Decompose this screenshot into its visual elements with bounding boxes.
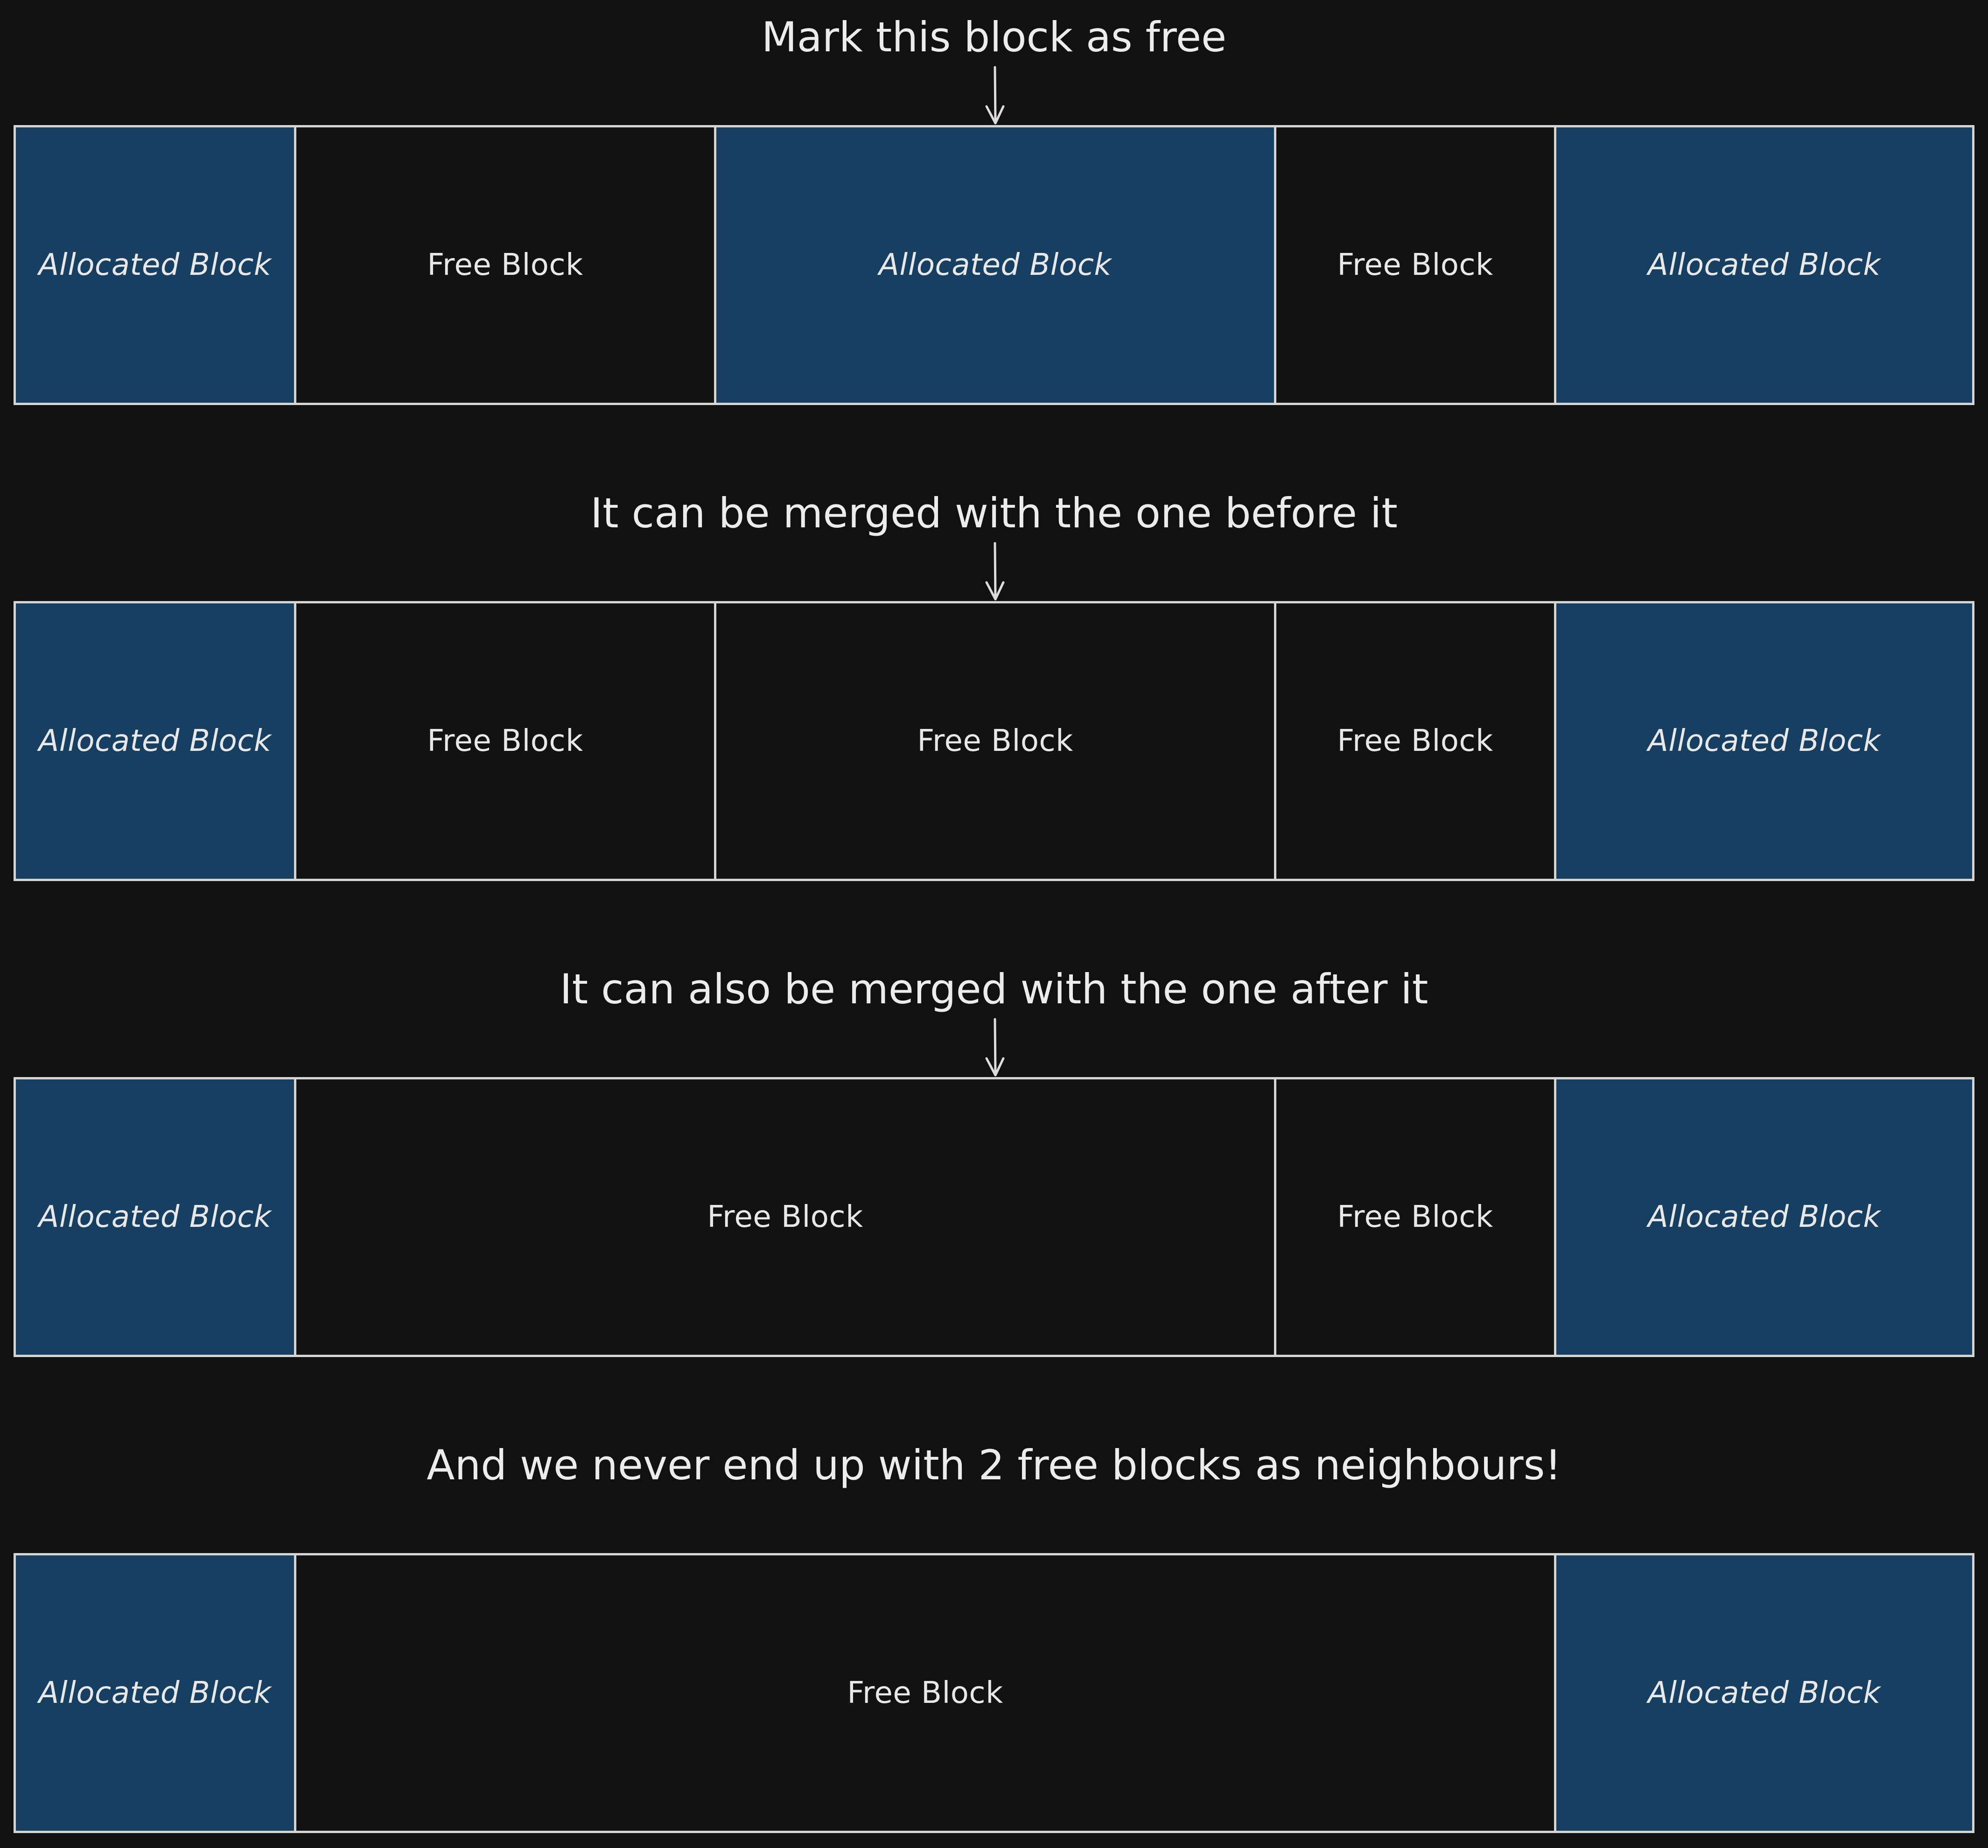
stage-1-memory-row: Allocated Block Free Block Allocated Blo… <box>14 125 1974 405</box>
freed-block: Free Block <box>714 601 1276 881</box>
free-block: Free Block <box>294 125 716 405</box>
stage-4-caption: And we never end up with 2 free blocks a… <box>427 1441 1561 1489</box>
allocated-block: Allocated Block <box>14 1077 296 1357</box>
arrow-down-icon <box>985 542 1005 601</box>
allocated-block: Allocated Block <box>14 601 296 881</box>
allocated-block: Allocated Block <box>14 125 296 405</box>
merged-free-block: Free Block <box>294 1553 1556 1833</box>
stage-3-caption: It can also be merged with the one after… <box>560 965 1428 1013</box>
allocated-block: Allocated Block <box>1554 1077 1974 1357</box>
allocated-block: Allocated Block <box>1554 125 1974 405</box>
allocated-block: Allocated Block <box>1554 1553 1974 1833</box>
free-block: Free Block <box>1274 601 1556 881</box>
allocated-block: Allocated Block <box>14 1553 296 1833</box>
arrow-down-icon <box>985 1018 1005 1077</box>
merged-free-block: Free Block <box>294 1077 1276 1357</box>
allocated-block-target: Allocated Block <box>714 125 1276 405</box>
arrow-down-icon <box>985 66 1005 125</box>
free-block: Free Block <box>1274 125 1556 405</box>
stage-3-memory-row: Allocated Block Free Block Free Block Al… <box>14 1077 1974 1357</box>
stage-4-memory-row: Allocated Block Free Block Allocated Blo… <box>14 1553 1974 1833</box>
allocated-block: Allocated Block <box>1554 601 1974 881</box>
free-block: Free Block <box>1274 1077 1556 1357</box>
stage-2-caption: It can be merged with the one before it <box>590 489 1398 537</box>
free-block: Free Block <box>294 601 716 881</box>
stage-1-caption: Mark this block as free <box>761 13 1227 61</box>
stage-2-memory-row: Allocated Block Free Block Free Block Fr… <box>14 601 1974 881</box>
